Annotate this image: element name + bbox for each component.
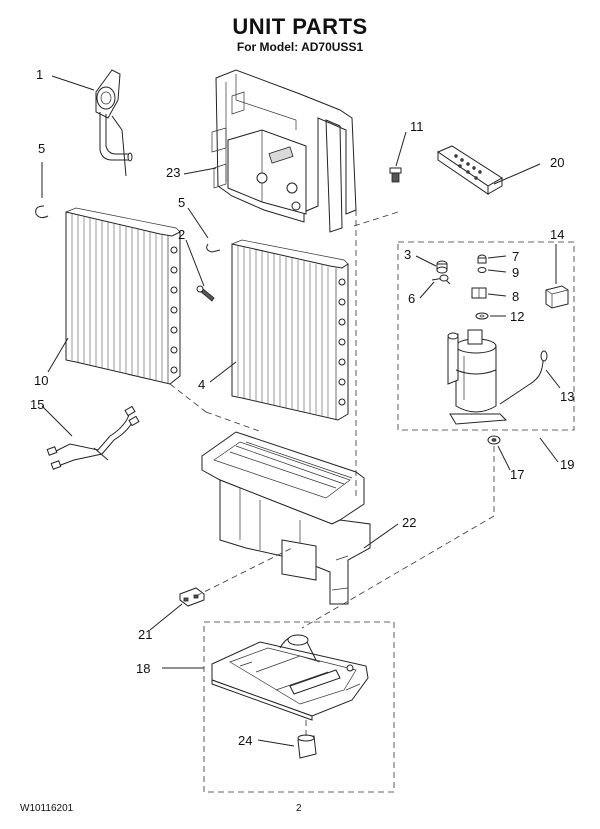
callout-14: 14 [550, 227, 565, 242]
guide-line [205, 411, 263, 433]
guide-line [169, 383, 207, 413]
part-7-nut [477, 254, 487, 264]
part-6-tube [431, 274, 451, 285]
callout-9: 9 [512, 265, 520, 280]
callout-5-left: 5 [38, 141, 46, 156]
part-22-basepan [201, 431, 371, 605]
part-21-clip [179, 587, 205, 607]
part-15-harness [46, 405, 140, 470]
callout-1: 1 [36, 67, 44, 82]
part-17-grommet [487, 435, 501, 445]
page-title: UNIT PARTS [232, 14, 368, 39]
part-23-frame [211, 69, 357, 233]
callout-2: 2 [178, 227, 186, 242]
page-number: 2 [296, 803, 302, 814]
guide-line [301, 515, 495, 629]
part-5-clip-left [35, 205, 49, 219]
document-number: W10116201 [20, 803, 74, 814]
callout-15: 15 [30, 397, 45, 412]
callout-7: 7 [512, 249, 520, 264]
part-10-coil [65, 207, 181, 385]
part-4-coil [231, 239, 349, 421]
callout-20: 20 [550, 155, 565, 170]
part-5-clip-center [206, 243, 221, 253]
part-18-base [211, 634, 369, 721]
callout-24: 24 [238, 733, 253, 748]
part-1-bracket [95, 69, 133, 177]
callout-6: 6 [408, 291, 416, 306]
part-14-relay [545, 285, 569, 309]
callout-19: 19 [560, 457, 575, 472]
base-group-box [203, 621, 395, 793]
part-3-cap [436, 260, 448, 274]
part-20-board [436, 145, 503, 195]
callout-11: 11 [410, 119, 424, 134]
callout-22: 22 [402, 515, 417, 530]
callout-8: 8 [512, 289, 520, 304]
callout-5-center: 5 [178, 195, 186, 210]
callout-3: 3 [404, 247, 412, 262]
part-2-screw [196, 285, 215, 302]
part-11-screw [389, 167, 402, 183]
guide-line [195, 547, 293, 597]
compressor [447, 329, 508, 425]
model-subtitle: For Model: AD70USS1 [236, 40, 364, 54]
callout-17: 17 [510, 467, 525, 482]
part-24-caster [297, 734, 317, 759]
callout-12: 12 [510, 309, 525, 324]
callout-21: 21 [138, 627, 153, 642]
callout-10: 10 [34, 373, 49, 388]
leader-lines [41, 75, 561, 747]
part-12-grommet [475, 312, 489, 320]
guide-line [353, 211, 399, 227]
compressor-group-box [397, 241, 575, 431]
callout-4: 4 [198, 377, 206, 392]
part-8-terminal-cover [471, 287, 487, 299]
callout-18: 18 [136, 661, 151, 676]
callout-23: 23 [166, 165, 181, 180]
part-13-wire [499, 350, 548, 405]
callout-13: 13 [560, 389, 575, 404]
part-9-washer [477, 267, 487, 273]
